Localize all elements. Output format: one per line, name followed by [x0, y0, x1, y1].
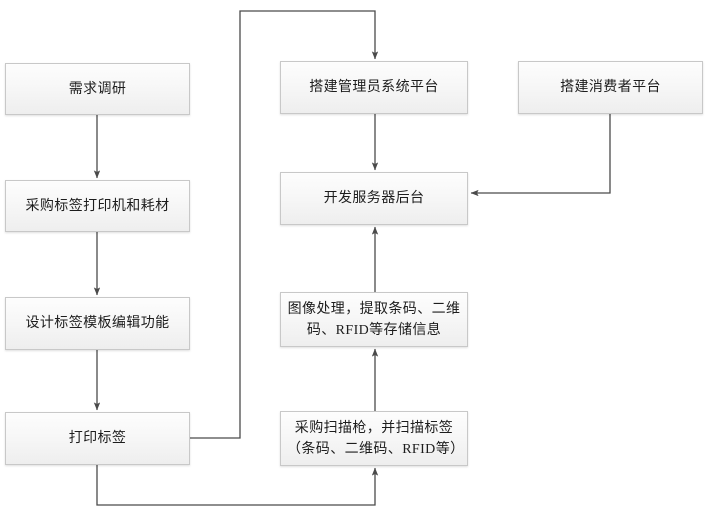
flow-node-n8[interactable]: 采购扫描枪，并扫描标签 （条码、二维码、RFID等）	[280, 411, 468, 466]
flow-node-n1[interactable]: 需求调研	[5, 63, 190, 115]
flow-node-n5[interactable]: 搭建管理员系统平台	[280, 61, 468, 114]
flow-node-label: 采购标签打印机和耗材	[25, 198, 170, 214]
flow-node-n3[interactable]: 设计标签模板编辑功能	[5, 297, 190, 350]
flow-node-n9[interactable]: 搭建消费者平台	[518, 61, 703, 114]
flow-node-label: 设计标签模板编辑功能	[25, 316, 170, 331]
flow-edge-e9	[96, 465, 379, 506]
flow-node-label: 搭建管理员系统平台	[309, 80, 439, 95]
flow-node-label: 开发服务器后台	[323, 191, 425, 206]
flow-node-label: 打印标签	[68, 431, 127, 446]
flow-node-label: 采购扫描枪，并扫描标签 （条码、二维码、RFID等）	[287, 420, 465, 457]
flow-node-n4[interactable]: 打印标签	[5, 412, 190, 465]
flow-edge-e6	[470, 114, 611, 197]
flow-node-label: 搭建消费者平台	[560, 80, 661, 95]
flow-node-n7[interactable]: 图像处理，提取条码、二维 码、RFID等存储信息	[280, 292, 468, 347]
flow-node-n2[interactable]: 采购标签打印机和耗材	[5, 180, 190, 232]
flow-node-label: 图像处理，提取条码、二维 码、RFID等存储信息	[287, 301, 461, 338]
flow-node-n6[interactable]: 开发服务器后台	[280, 172, 468, 225]
flow-node-label: 需求调研	[68, 81, 127, 97]
